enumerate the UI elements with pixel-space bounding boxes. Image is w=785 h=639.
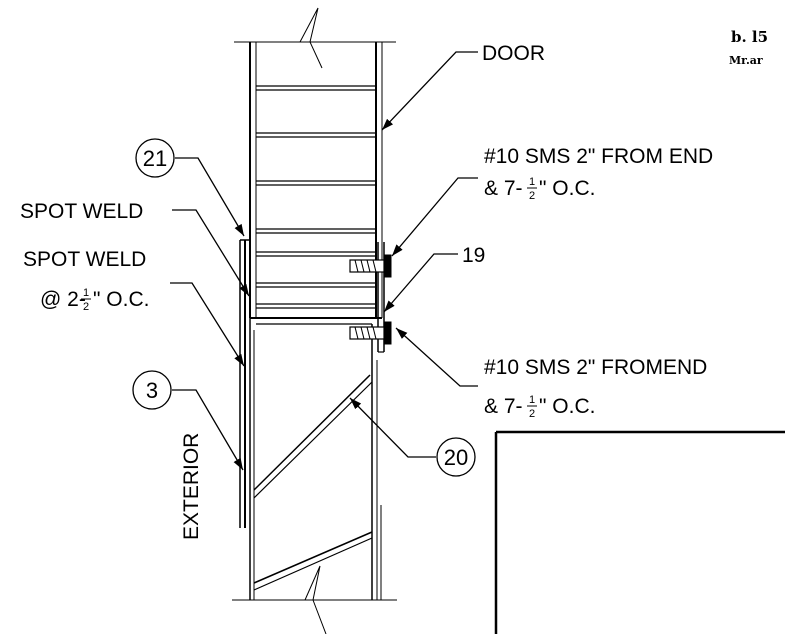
fraction-weld-numerator: 1 [83, 287, 89, 299]
fraction-bottom-denominator: 2 [529, 408, 535, 420]
leader-spot-weld-2 [170, 282, 245, 367]
label-spot-weld-2: SPOT WELD [23, 248, 146, 271]
leader-spot-weld-1 [172, 209, 250, 297]
fraction-weld-denominator: 2 [83, 301, 89, 313]
label-sms-bottom-line2-post: " O.C. [539, 395, 595, 418]
label-sms-bottom-line2-pre: & 7- [484, 395, 523, 418]
screw-top [349, 254, 392, 278]
label-spot-weld-1: SPOT WELD [20, 200, 143, 223]
leader-sms-bottom [395, 327, 478, 387]
label-door: DOOR [482, 42, 545, 65]
label-sms-top-line2-post: " O.C. [539, 177, 595, 200]
svg-text:3: 3 [146, 378, 158, 403]
label-spot-weld-2-line2-pre: @ 2- [40, 288, 86, 311]
fraction-bottom-numerator: 1 [529, 394, 535, 406]
bubble-3: 3 [132, 370, 172, 410]
leader-bubble-21 [175, 157, 245, 237]
leader-bubble-3 [172, 389, 244, 471]
bubble-20: 20 [436, 437, 476, 477]
svg-text:20: 20 [444, 445, 468, 470]
screw-bottom [349, 321, 392, 345]
label-sms-top-line1: #10 SMS 2" FROM END [484, 145, 713, 168]
label-sms-bottom-line1: #10 SMS 2" FROMEND [484, 356, 707, 379]
svg-text:21: 21 [143, 146, 167, 171]
leader-19 [383, 253, 458, 313]
title-block-border [494, 430, 785, 634]
label-part-19: 19 [462, 244, 485, 267]
bubble-21: 21 [135, 138, 175, 178]
svg-text:Mr.ar: Mr.ar [729, 54, 763, 67]
door-panel [234, 7, 396, 325]
frame-jamb [232, 239, 397, 635]
approval-stamp: b. l5 Mr.ar [729, 28, 768, 67]
label-exterior: EXTERIOR [180, 433, 203, 540]
label-spot-weld-2-line2-post: " O.C. [93, 288, 149, 311]
fraction-top-numerator: 1 [529, 176, 535, 188]
fraction-top-denominator: 2 [529, 190, 535, 202]
svg-text:b. l5: b. l5 [731, 28, 768, 46]
leader-bubble-20 [349, 397, 436, 458]
leader-door [381, 51, 478, 131]
leader-sms-top [391, 177, 478, 257]
label-sms-top-line2-pre: & 7- [484, 177, 523, 200]
